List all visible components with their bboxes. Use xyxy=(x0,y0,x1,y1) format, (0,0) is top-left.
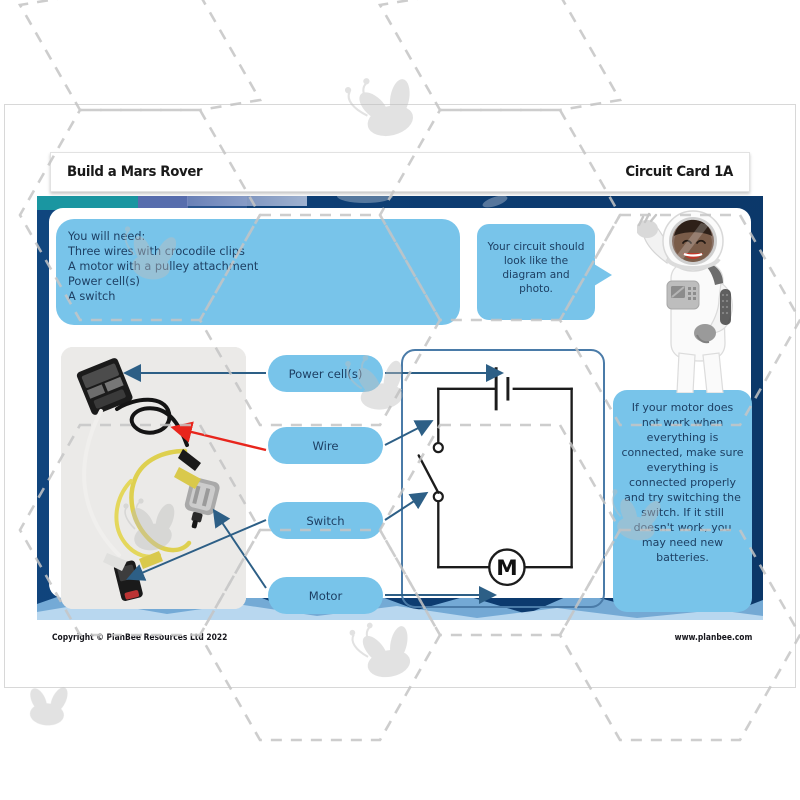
label-motor: Motor xyxy=(268,577,383,614)
speech-bubble: Your circuit should look like the diagra… xyxy=(477,224,595,320)
copyright-text: Copyright © PlanBee Resources Ltd 2022 xyxy=(52,632,228,642)
label-wire-text: Wire xyxy=(312,438,339,453)
speech-bubble-tail xyxy=(594,264,612,286)
card-id-label: Circuit Card 1A xyxy=(625,164,733,180)
materials-callout: You will need: Three wires with crocodil… xyxy=(56,219,460,325)
website-text: www.planbee.com xyxy=(674,632,752,642)
header-bar: Build a Mars Rover Circuit Card 1A xyxy=(50,152,750,192)
label-switch: Switch xyxy=(268,502,383,539)
label-motor-text: Motor xyxy=(308,588,343,603)
troubleshooting-text: If your motor does not work when everyth… xyxy=(621,401,744,564)
circuit-diagram: M xyxy=(401,349,605,608)
troubleshooting-callout: If your motor does not work when everyth… xyxy=(613,390,752,612)
astronaut-illustration xyxy=(637,203,755,393)
planet-shape xyxy=(337,196,393,203)
label-switch-text: Switch xyxy=(306,513,345,528)
speech-bubble-text: Your circuit should look like the diagra… xyxy=(487,241,585,295)
materials-item-0: Three wires with crocodile clips xyxy=(68,244,245,258)
materials-heading: You will need: xyxy=(68,230,146,243)
page-title: Build a Mars Rover xyxy=(67,164,203,180)
label-wire: Wire xyxy=(268,427,383,464)
footer: Copyright © PlanBee Resources Ltd 2022 w… xyxy=(52,628,752,646)
label-power-cell: Power cell(s) xyxy=(268,355,383,392)
materials-item-1: A motor with a pulley attachment xyxy=(68,259,259,273)
motor-symbol-text: M xyxy=(496,556,517,581)
circuit-photo xyxy=(61,347,246,609)
card-accent-stripe-secondary xyxy=(187,196,307,206)
materials-item-3: A switch xyxy=(68,289,116,303)
label-power-cell-text: Power cell(s) xyxy=(288,366,363,381)
materials-item-2: Power cell(s) xyxy=(68,274,140,288)
